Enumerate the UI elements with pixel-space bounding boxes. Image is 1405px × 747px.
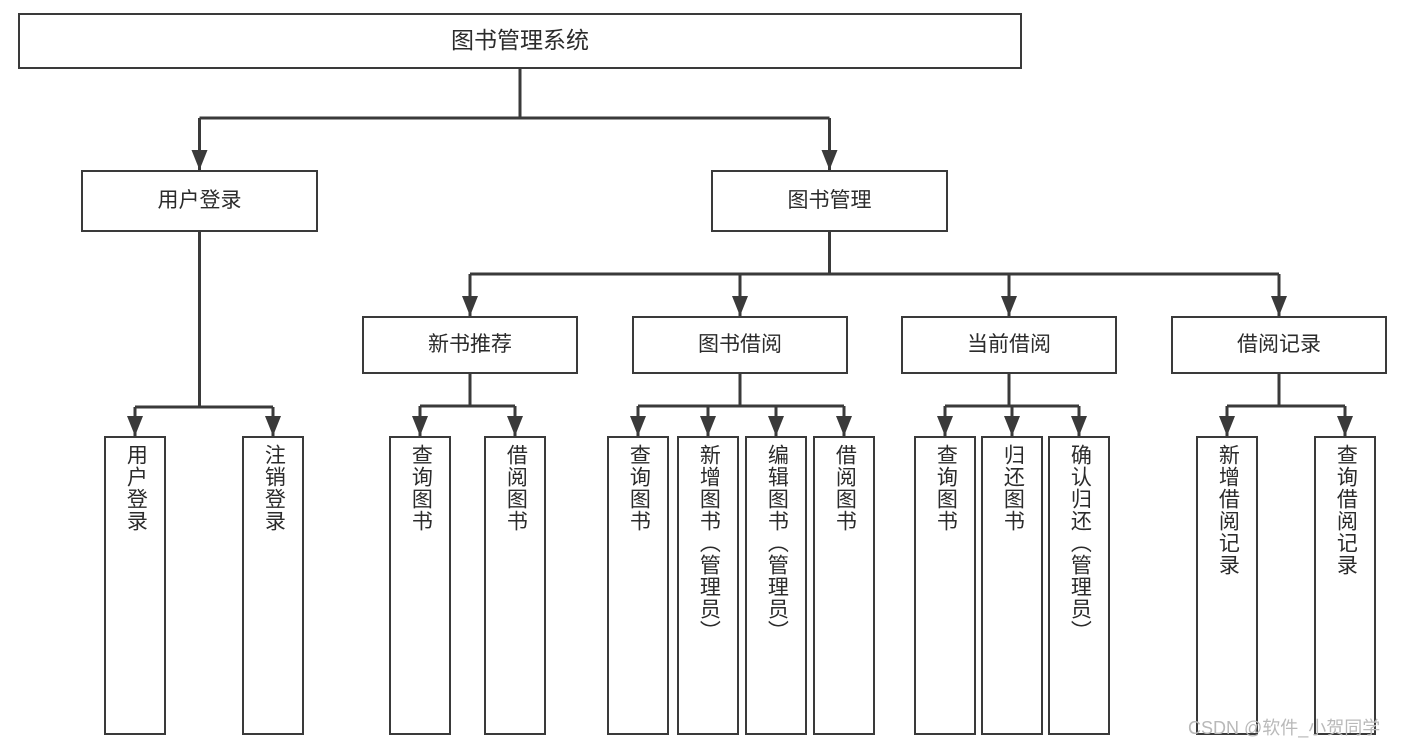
connector-arrowhead (700, 416, 716, 436)
node-label: 用户登录 (157, 188, 242, 212)
node-label: 确认归还（管理员） (1068, 444, 1092, 642)
node-label: 用户登录 (124, 444, 148, 532)
connector-arrowhead (1219, 416, 1235, 436)
node-n3d[interactable]: 借阅记录 (1171, 316, 1387, 374)
node-label: 注销登录 (262, 444, 286, 532)
connector-arrowhead (462, 296, 478, 316)
node-label: 查询借阅记录 (1334, 444, 1358, 576)
connector-arrowhead (127, 416, 143, 436)
connector-arrowhead (732, 296, 748, 316)
node-label: 新增图书（管理员） (697, 444, 721, 642)
node-l6[interactable]: 新增图书（管理员） (677, 436, 739, 735)
node-l3[interactable]: 查询图书 (389, 436, 451, 735)
node-l8[interactable]: 借阅图书 (813, 436, 875, 735)
node-root[interactable]: 图书管理系统 (18, 13, 1022, 69)
node-l11[interactable]: 确认归还（管理员） (1048, 436, 1110, 735)
node-label: 编辑图书（管理员） (765, 444, 789, 642)
node-label: 归还图书 (1001, 444, 1025, 532)
connector-arrowhead (937, 416, 953, 436)
node-l12[interactable]: 新增借阅记录 (1196, 436, 1258, 735)
node-l7[interactable]: 编辑图书（管理员） (745, 436, 807, 735)
node-label: 借阅图书 (833, 444, 857, 532)
connector-arrowhead (768, 416, 784, 436)
node-l1[interactable]: 用户登录 (104, 436, 166, 735)
node-label: 图书借阅 (698, 332, 782, 356)
node-n3a[interactable]: 新书推荐 (362, 316, 578, 374)
connector-arrowhead (1337, 416, 1353, 436)
node-n2a[interactable]: 用户登录 (81, 170, 318, 232)
node-label: 新书推荐 (428, 332, 512, 356)
connector-arrowhead (507, 416, 523, 436)
node-n3b[interactable]: 图书借阅 (632, 316, 848, 374)
connector-arrowhead (191, 150, 208, 170)
node-l2[interactable]: 注销登录 (242, 436, 304, 735)
node-label: 新增借阅记录 (1216, 444, 1240, 576)
node-label: 查询图书 (934, 444, 958, 532)
node-label: 查询图书 (409, 444, 433, 532)
connector-arrowhead (265, 416, 281, 436)
connector-arrowhead (821, 150, 838, 170)
node-n2b[interactable]: 图书管理 (711, 170, 948, 232)
node-label: 借阅记录 (1237, 332, 1321, 356)
node-l4[interactable]: 借阅图书 (484, 436, 546, 735)
node-n3c[interactable]: 当前借阅 (901, 316, 1117, 374)
connector-arrowhead (1071, 416, 1087, 436)
node-l13[interactable]: 查询借阅记录 (1314, 436, 1376, 735)
node-label: 图书管理 (787, 188, 872, 212)
connector-arrowhead (1004, 416, 1020, 436)
connector-arrowhead (1001, 296, 1017, 316)
node-label: 查询图书 (627, 444, 651, 532)
node-label: 图书管理系统 (451, 27, 589, 54)
node-label: 借阅图书 (504, 444, 528, 532)
connector-arrowhead (836, 416, 852, 436)
node-l9[interactable]: 查询图书 (914, 436, 976, 735)
node-l10[interactable]: 归还图书 (981, 436, 1043, 735)
node-label: 当前借阅 (967, 332, 1051, 356)
connector-arrowhead (630, 416, 646, 436)
connector-arrowhead (412, 416, 428, 436)
connector-arrowhead (1271, 296, 1287, 316)
node-l5[interactable]: 查询图书 (607, 436, 669, 735)
